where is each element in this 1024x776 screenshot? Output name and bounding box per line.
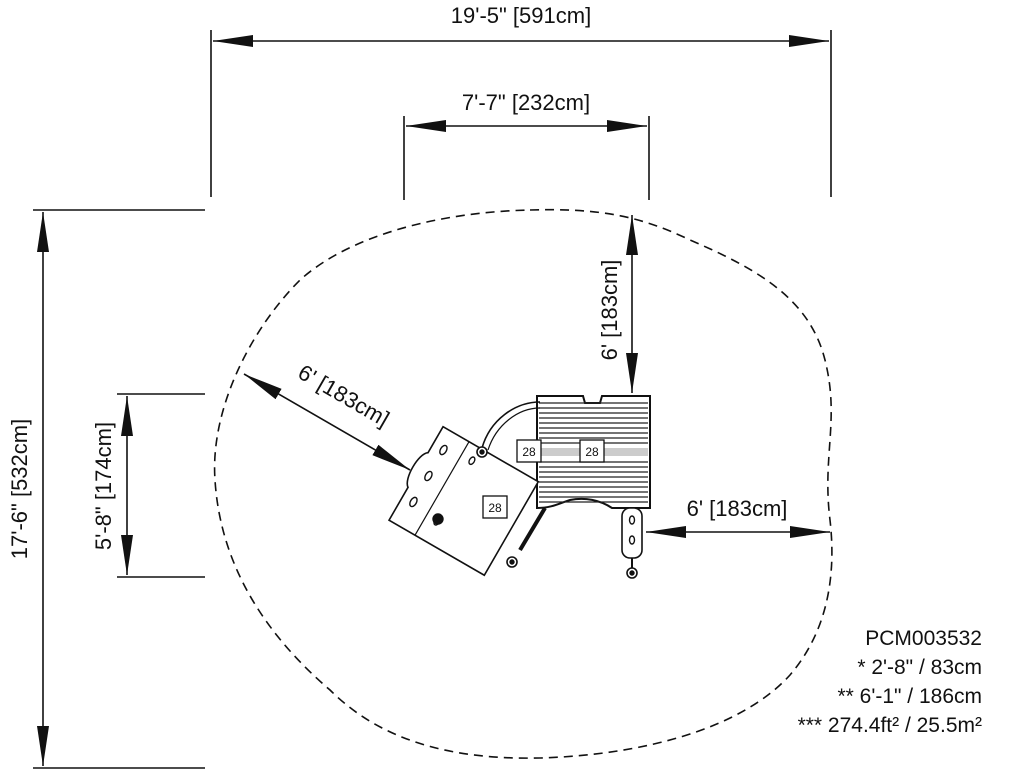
overall-depth-label: 17'-6" [532cm] — [7, 419, 32, 559]
arch-rail — [481, 401, 541, 449]
info-line-2: ** 6'-1" / 186cm — [837, 685, 982, 708]
structure-width-dimension: 7'-7" [232cm] — [403, 90, 650, 200]
structure-width-label: 7'-7" [232cm] — [462, 90, 590, 115]
clearance-top-label: 6' [183cm] — [597, 260, 622, 361]
structure-depth-dimension: 5'-8" [174cm] — [91, 393, 205, 578]
info-line-1: * 2'-8" / 83cm — [857, 656, 982, 679]
clearance-left-label: 6' [183cm] — [294, 359, 394, 431]
overall-width-label: 19'-5" [591cm] — [451, 3, 591, 28]
component-tag-1: 28 — [516, 439, 542, 463]
overall-width-dimension: 19'-5" [591cm] — [210, 3, 832, 197]
safety-zone-outline — [213, 208, 833, 759]
model-number: PCM003532 — [865, 627, 982, 650]
ladder-post — [621, 507, 643, 579]
svg-text:28: 28 — [488, 501, 502, 515]
slide-panel — [387, 425, 540, 577]
clearance-left-dimension: 6' [183cm] — [243, 359, 411, 471]
component-tag-3: 28 — [482, 495, 508, 519]
info-line-3: *** 274.4ft² / 25.5m² — [797, 714, 982, 737]
clearance-right-label: 6' [183cm] — [687, 496, 788, 521]
product-info-block: PCM003532 * 2'-8" / 83cm ** 6'-1" / 186c… — [798, 624, 982, 740]
clearance-right-dimension: 6' [183cm] — [646, 496, 830, 538]
svg-text:28: 28 — [522, 445, 536, 459]
component-tag-2: 28 — [579, 439, 605, 463]
structure-depth-label: 5'-8" [174cm] — [91, 422, 116, 550]
svg-text:28: 28 — [585, 445, 599, 459]
overall-depth-dimension: 17'-6" [532cm] — [7, 209, 205, 769]
clearance-top-dimension: 6' [183cm] — [597, 215, 638, 393]
play-structure — [387, 395, 651, 579]
